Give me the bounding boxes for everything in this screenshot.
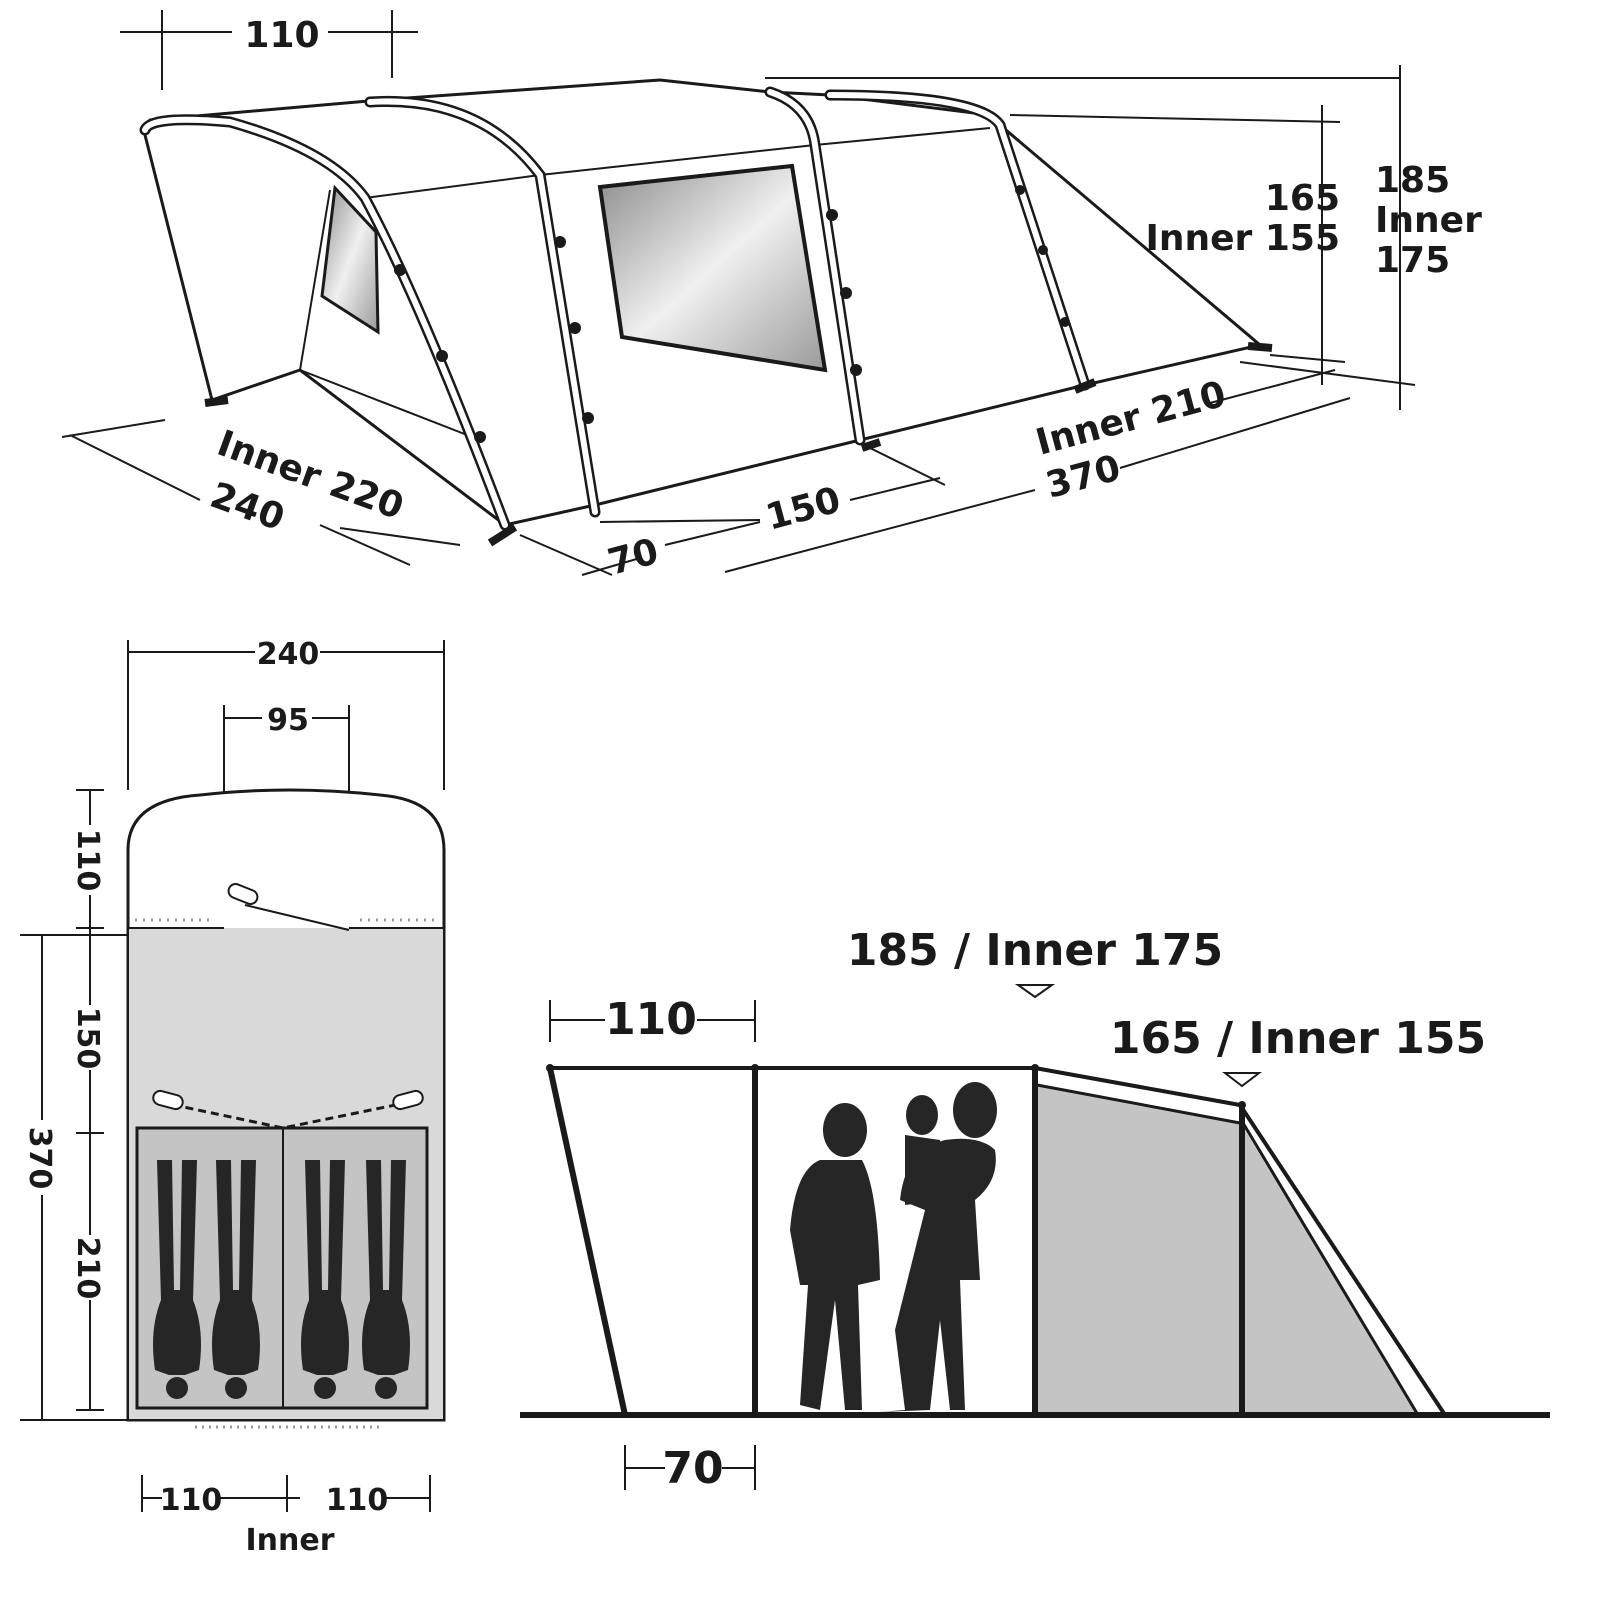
eave-line xyxy=(364,127,991,199)
people-silhouettes xyxy=(790,1082,997,1412)
label-rear-height-inner: Inner 155 xyxy=(1145,218,1340,259)
label-porch-depth: 70 xyxy=(604,531,663,584)
side-window xyxy=(320,184,380,335)
side-view: 185 / Inner 175 165 / Inner 155 110 70 xyxy=(520,925,1550,1494)
side-roofline xyxy=(550,1066,1447,1417)
sleeping-people xyxy=(153,1160,410,1399)
main-window xyxy=(597,163,828,373)
label-rear-height: 165 xyxy=(1265,178,1340,219)
label-plan-bedroom: 210 xyxy=(70,1237,105,1300)
label-living-depth: 150 xyxy=(762,480,845,539)
perspective-dimension-lines xyxy=(61,65,1416,576)
label-side-porch: 110 xyxy=(605,994,697,1045)
peg-icon xyxy=(152,1089,184,1111)
bedroom-section xyxy=(1037,1085,1240,1415)
label-peak-height: 185 xyxy=(1375,160,1450,201)
label-bed-right: 110 xyxy=(326,1483,389,1518)
label-plan-living: 150 xyxy=(70,1007,105,1070)
label-rear: 165 / Inner 155 xyxy=(1110,1013,1486,1064)
label-inner: Inner xyxy=(245,1523,334,1558)
label-door-width: 95 xyxy=(267,703,309,738)
inner-door xyxy=(299,189,481,441)
peak-marker-icon xyxy=(1014,984,1056,999)
label-arch-spacing: 110 xyxy=(244,15,319,56)
rear-marker-icon xyxy=(1222,1072,1262,1088)
label-plan-width: 240 xyxy=(257,637,320,672)
label-plan-porch: 110 xyxy=(70,829,105,892)
label-plan-total: 370 xyxy=(22,1127,57,1190)
peg-icon xyxy=(392,1089,424,1111)
floor-plan: 240 95 110 150 370 210 xyxy=(20,637,446,1558)
peg-icon xyxy=(227,883,259,905)
perspective-view: 110 xyxy=(61,10,1482,584)
poles xyxy=(139,86,1273,547)
dim-arch-spacing: 110 xyxy=(120,10,418,90)
label-peak: 185 / Inner 175 xyxy=(847,925,1223,976)
label-peak-inner: Inner xyxy=(1375,200,1482,241)
label-side-entrance: 70 xyxy=(662,1443,723,1494)
label-peak-inner-value: 175 xyxy=(1375,240,1450,281)
label-bed-left: 110 xyxy=(160,1483,223,1518)
